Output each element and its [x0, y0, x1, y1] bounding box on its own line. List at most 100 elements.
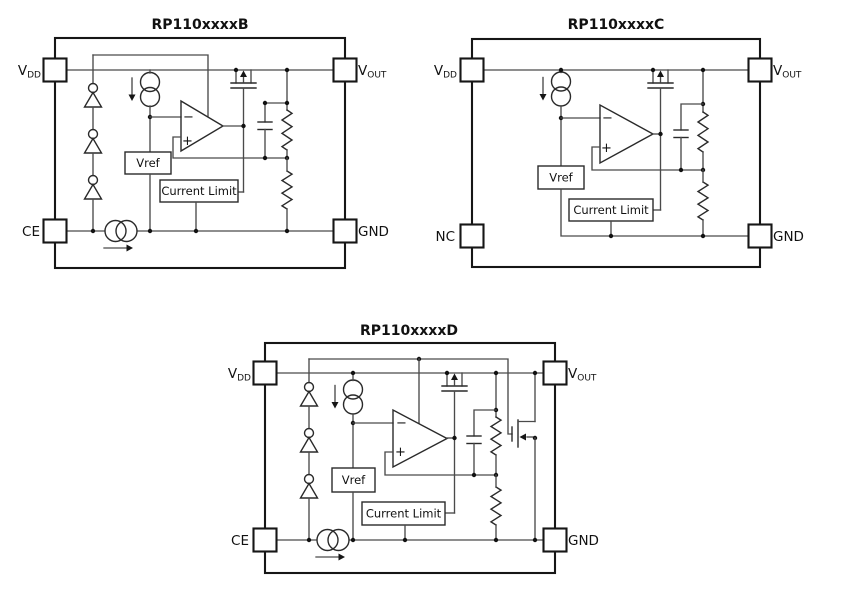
bias-current-source-circle — [139, 71, 161, 93]
pin-label-sub: DD — [237, 374, 251, 384]
chip-outline — [470, 37, 762, 269]
junction-dot — [241, 123, 246, 129]
junction-dot — [284, 228, 290, 234]
junction-dot — [700, 233, 706, 239]
pin-label-main: NC — [435, 229, 455, 245]
arrow-right-icon — [338, 553, 345, 561]
ce-pulldown-current-source-circle — [316, 528, 339, 552]
pin-ce — [252, 527, 278, 553]
bias-current-source-circle — [550, 71, 572, 92]
current-limit-block-label: Current Limit — [366, 507, 442, 521]
pin-label-gnd: GND — [358, 224, 389, 240]
arrow-up-icon — [451, 373, 458, 380]
junction-dot — [700, 67, 706, 73]
pin-vout — [542, 360, 568, 386]
junction-dot — [306, 537, 312, 543]
vref-gnd-line — [560, 188, 750, 237]
error-amplifier-minus-sign: − — [396, 416, 407, 431]
current-limit-block-label: Current Limit — [573, 203, 649, 217]
error-amplifier-minus-sign: − — [602, 111, 613, 126]
pin-label-main: V — [18, 63, 28, 79]
junction-dot — [558, 67, 564, 73]
error-amplifier-plus-sign: + — [395, 445, 406, 460]
junction-dot — [532, 537, 538, 543]
error-amplifier — [599, 103, 655, 165]
diagram-title: RP110xxxxB — [151, 17, 248, 33]
pin-gnd — [542, 527, 568, 553]
error-amplifier — [392, 408, 449, 469]
pin-label-vdd: VDD — [434, 63, 457, 81]
ce-diode-chain-triangle — [83, 91, 103, 108]
ce-pulldown-current-source-circle — [115, 219, 138, 243]
feedback-resistor-top — [696, 111, 710, 153]
feedback-tap — [591, 146, 704, 171]
error-amplifier-plus-sign: + — [182, 134, 193, 149]
current-limit-block — [159, 179, 239, 203]
ce-diode-chain-triangle — [299, 436, 319, 453]
pin-label-main: GND — [773, 229, 804, 245]
ce-pulldown-current-source-circle — [104, 219, 127, 243]
arrow-down-icon — [128, 94, 136, 101]
pin-ce — [42, 218, 68, 244]
junction-dot — [658, 131, 663, 137]
arrow-up-icon — [240, 70, 247, 77]
bias-current-source-circle — [342, 394, 364, 415]
feedback-tap — [172, 136, 288, 159]
junction-dot — [532, 370, 538, 376]
pin-label-main: V — [434, 63, 444, 79]
junction-dot — [233, 67, 239, 73]
junction-dot — [350, 537, 356, 543]
pin-label-main: GND — [568, 533, 599, 549]
ce-pulldown-current-source-circle — [327, 528, 350, 552]
arrow-down-icon — [331, 402, 339, 409]
pin-label-main: CE — [22, 224, 40, 240]
pin-label-ce: CE — [22, 224, 40, 240]
junction-dot — [284, 100, 290, 106]
pin-label-vout: VOUT — [773, 63, 802, 81]
pin-gnd — [332, 218, 358, 244]
pin-label-sub: DD — [443, 71, 457, 81]
junction-dot — [90, 228, 96, 234]
bias-current-source-circle — [550, 86, 572, 107]
cap-branch — [473, 409, 497, 437]
feedback-resistor-top — [280, 109, 294, 151]
ce-diode-chain-triangle — [83, 137, 103, 154]
ce-diode-chain-triangle — [299, 482, 319, 499]
pin-label-main: CE — [231, 533, 249, 549]
junction-dot — [193, 228, 199, 234]
pin-label-vout: VOUT — [568, 366, 597, 384]
bias-current-source-circle — [139, 86, 161, 108]
arrow-right-icon — [126, 244, 133, 252]
pin-label-gnd: GND — [568, 533, 599, 549]
current-limit-block-label: Current Limit — [161, 184, 237, 198]
vref-block-label: Vref — [136, 156, 160, 170]
feedback-resistor-bottom — [489, 486, 503, 526]
junction-dot — [650, 67, 656, 73]
junction-dot — [262, 155, 268, 161]
junction-dot — [608, 233, 614, 239]
junction-dot — [402, 537, 408, 543]
feedback-resistor-bottom — [280, 170, 294, 210]
pin-vout — [747, 57, 773, 83]
pin-label-main: V — [773, 63, 783, 79]
error-amplifier — [180, 99, 225, 153]
feedback-resistor-bottom — [696, 181, 710, 221]
pin-label-main: V — [358, 63, 368, 79]
pin-vdd — [459, 57, 485, 83]
pin-label-vdd: VDD — [228, 366, 251, 384]
pin-label-main: V — [568, 366, 578, 382]
arrow-down-icon — [539, 94, 547, 101]
junction-dot — [678, 167, 684, 173]
junction-dot — [444, 370, 450, 376]
error-amplifier-minus-sign: − — [183, 110, 194, 125]
vref-block-label: Vref — [342, 473, 366, 487]
ce-diode-chain-triangle — [299, 390, 319, 407]
pin-nc — [459, 223, 485, 249]
pin-label-ce: CE — [231, 533, 249, 549]
chip-outline — [263, 341, 557, 575]
pin-label-main: GND — [358, 224, 389, 240]
